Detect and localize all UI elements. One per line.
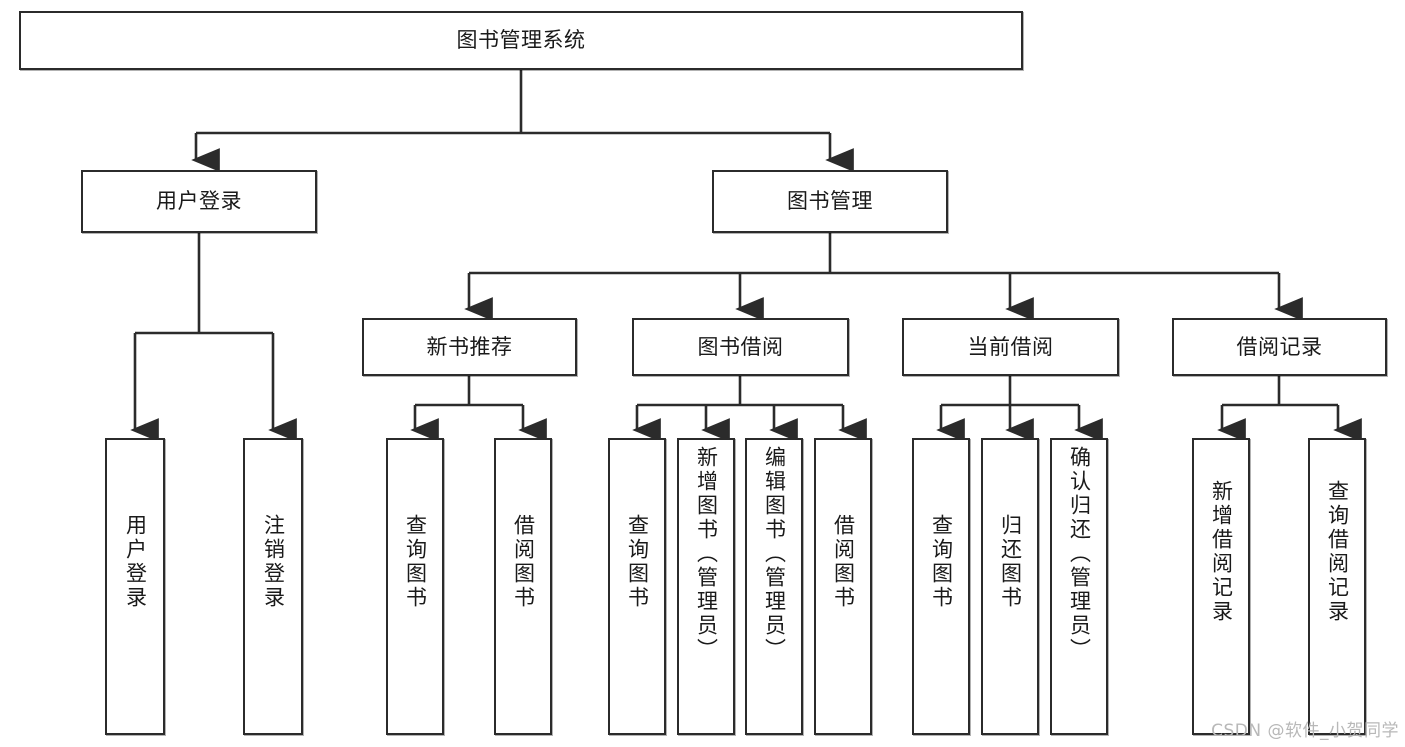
node-label: 编辑图书（管理员） — [762, 446, 787, 662]
leaf-cb-return-book[interactable]: 归还图书 — [981, 438, 1039, 735]
leaf-cb-confirm-return-admin[interactable]: 确认归还（管理员） — [1050, 438, 1108, 735]
node-new-book-recommendation[interactable]: 新书推荐 — [362, 318, 577, 376]
node-label: 查询图书 — [929, 514, 954, 610]
node-book-management[interactable]: 图书管理 — [712, 170, 948, 233]
leaf-user-login-logout[interactable]: 注销登录 — [243, 438, 303, 735]
leaf-bb-add-book-admin[interactable]: 新增图书（管理员） — [677, 438, 735, 735]
leaf-nbr-borrow-book[interactable]: 借阅图书 — [494, 438, 552, 735]
node-label: 图书借阅 — [697, 334, 784, 359]
leaf-user-login-login[interactable]: 用户登录 — [105, 438, 165, 735]
node-label: 新增图书（管理员） — [694, 446, 719, 662]
node-label: 确认归还（管理员） — [1067, 446, 1092, 662]
node-label: 查询借阅记录 — [1325, 480, 1350, 624]
node-label: 当前借阅 — [967, 334, 1054, 359]
node-label: 图书管理 — [787, 189, 873, 214]
node-current-borrowing[interactable]: 当前借阅 — [902, 318, 1119, 376]
node-borrowing-record[interactable]: 借阅记录 — [1172, 318, 1387, 376]
leaf-bb-borrow-book[interactable]: 借阅图书 — [814, 438, 872, 735]
node-label: 用户登录 — [123, 514, 148, 610]
leaf-nbr-query-book[interactable]: 查询图书 — [386, 438, 444, 735]
node-label: 借阅记录 — [1236, 334, 1323, 359]
node-label: 新书推荐 — [426, 334, 513, 359]
node-label: 归还图书 — [998, 514, 1023, 610]
node-label: 新增借阅记录 — [1209, 480, 1234, 624]
node-label: 注销登录 — [261, 514, 286, 610]
leaf-br-query-record[interactable]: 查询借阅记录 — [1308, 438, 1366, 735]
node-user-login[interactable]: 用户登录 — [81, 170, 317, 233]
leaf-br-add-record[interactable]: 新增借阅记录 — [1192, 438, 1250, 735]
node-label: 借阅图书 — [831, 514, 856, 610]
leaf-bb-query-book[interactable]: 查询图书 — [608, 438, 666, 735]
node-label: 用户登录 — [156, 189, 242, 214]
node-label: 查询图书 — [403, 514, 428, 610]
node-book-borrowing[interactable]: 图书借阅 — [632, 318, 849, 376]
node-label: 查询图书 — [625, 514, 650, 610]
node-label: 借阅图书 — [511, 514, 536, 610]
csdn-watermark: CSDN @软件_小贺同学 — [1211, 721, 1399, 741]
node-root-book-management-system[interactable]: 图书管理系统 — [19, 11, 1023, 70]
leaf-bb-edit-book-admin[interactable]: 编辑图书（管理员） — [745, 438, 803, 735]
node-label: 图书管理系统 — [456, 28, 586, 53]
leaf-cb-query-book[interactable]: 查询图书 — [912, 438, 970, 735]
